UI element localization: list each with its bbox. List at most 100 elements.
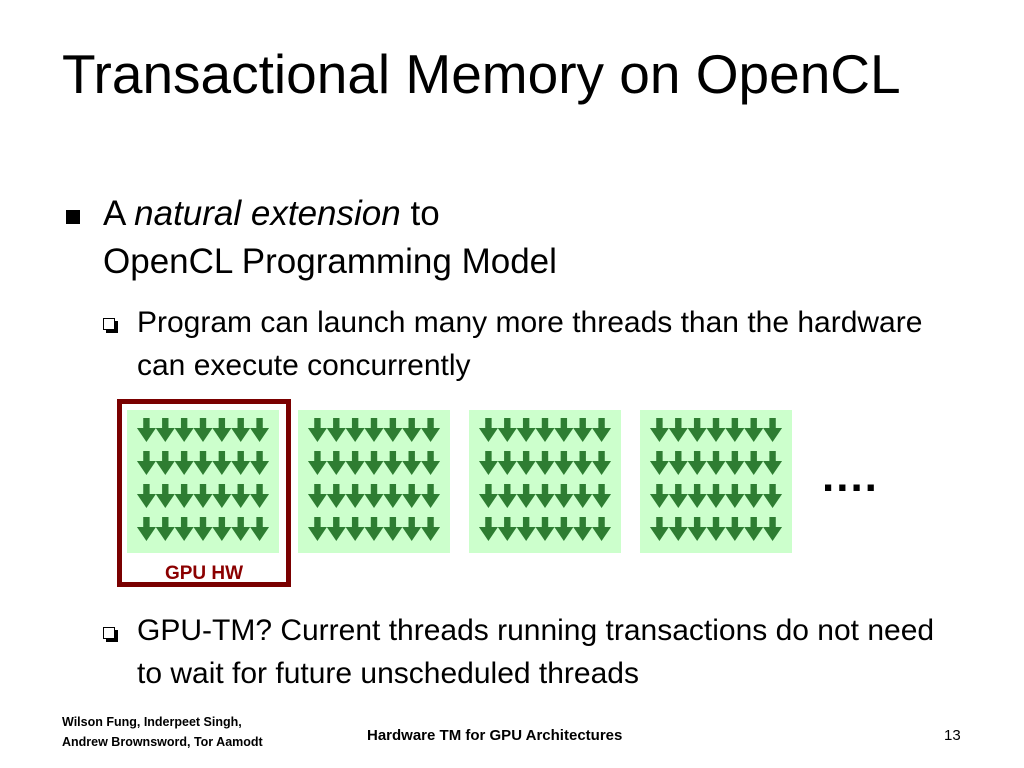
thread-arrow-icon (573, 517, 593, 541)
thread-block (127, 410, 279, 553)
thread-arrow-icon (668, 517, 688, 541)
sub-bullet-text: Program can launch many more threads tha… (137, 306, 923, 382)
thread-arrow-icon (174, 484, 194, 508)
thread-arrow-icon (649, 517, 669, 541)
slide-title: Transactional Memory on OpenCL (62, 43, 901, 105)
thread-arrow-icon (516, 517, 536, 541)
thread-arrows (478, 418, 612, 541)
thread-arrow-icon (345, 484, 365, 508)
thread-arrow-icon (250, 451, 270, 475)
thread-arrow-icon (193, 418, 213, 442)
thread-arrow-icon (402, 418, 422, 442)
thread-arrow-icon (668, 451, 688, 475)
thread-arrow-icon (516, 484, 536, 508)
thread-arrow-icon (155, 451, 175, 475)
thread-arrow-icon (345, 517, 365, 541)
thread-arrow-icon (706, 451, 726, 475)
thread-arrow-icon (706, 484, 726, 508)
thread-arrow-icon (231, 451, 251, 475)
thread-arrow-icon (554, 418, 574, 442)
thread-arrow-icon (706, 517, 726, 541)
thread-arrow-icon (364, 517, 384, 541)
thread-arrow-icon (345, 451, 365, 475)
sub-bullet-text: GPU-TM? Current threads running transact… (137, 614, 935, 690)
thread-arrow-icon (497, 418, 517, 442)
thread-arrow-icon (687, 517, 707, 541)
thread-arrow-icon (687, 451, 707, 475)
thread-arrow-icon (649, 418, 669, 442)
thread-arrow-icon (402, 451, 422, 475)
thread-arrow-icon (763, 517, 783, 541)
thread-arrow-icon (193, 484, 213, 508)
thread-arrow-icon (421, 517, 441, 541)
thread-arrow-icon (231, 418, 251, 442)
thread-arrow-icon (421, 484, 441, 508)
thread-arrow-icon (212, 517, 232, 541)
thread-arrow-icon (725, 451, 745, 475)
thread-block (469, 410, 621, 553)
thread-arrow-icon (136, 451, 156, 475)
thread-arrow-icon (744, 451, 764, 475)
thread-arrow-icon (573, 484, 593, 508)
thread-arrow-icon (592, 484, 612, 508)
thread-arrow-icon (535, 484, 555, 508)
bullet-main: A natural extension to OpenCL Programmin… (103, 190, 803, 286)
thread-arrow-icon (326, 517, 346, 541)
thread-arrow-icon (136, 418, 156, 442)
thread-block (298, 410, 450, 553)
bullet-square-icon (66, 210, 80, 224)
thread-arrow-icon (364, 451, 384, 475)
thread-arrow-icon (326, 484, 346, 508)
thread-arrow-icon (478, 484, 498, 508)
thread-arrow-icon (516, 418, 536, 442)
thread-arrow-icon (592, 418, 612, 442)
thread-arrow-icon (592, 517, 612, 541)
bullet-line2: OpenCL Programming Model (103, 242, 557, 281)
thread-arrow-icon (136, 484, 156, 508)
thread-arrow-icon (725, 517, 745, 541)
thread-arrow-icon (763, 451, 783, 475)
thread-arrow-icon (212, 484, 232, 508)
thread-arrow-icon (649, 484, 669, 508)
thread-arrow-icon (421, 418, 441, 442)
sub-bullet-box-icon (103, 318, 118, 333)
thread-arrow-icon (497, 451, 517, 475)
thread-arrow-icon (763, 418, 783, 442)
thread-arrow-icon (231, 517, 251, 541)
thread-arrow-icon (250, 484, 270, 508)
thread-arrow-icon (364, 418, 384, 442)
gpu-hw-label: GPU HW (164, 563, 244, 584)
thread-arrow-icon (554, 451, 574, 475)
thread-arrow-icon (250, 517, 270, 541)
thread-arrow-icon (649, 451, 669, 475)
footer-authors-line: Wilson Fung, Inderpeet Singh, (62, 715, 242, 729)
thread-arrow-icon (383, 418, 403, 442)
thread-arrow-icon (687, 418, 707, 442)
footer-authors: Wilson Fung, Inderpeet Singh, Andrew Bro… (62, 712, 263, 752)
thread-arrow-icon (535, 418, 555, 442)
thread-arrow-icon (668, 484, 688, 508)
thread-arrow-icon (307, 517, 327, 541)
thread-arrow-icon (573, 451, 593, 475)
bullet-emphasis: natural extension (134, 194, 401, 233)
thread-arrow-icon (193, 451, 213, 475)
sub-bullet-box-icon (103, 627, 118, 642)
thread-arrow-icon (763, 484, 783, 508)
thread-arrow-icon (421, 451, 441, 475)
thread-arrow-icon (668, 418, 688, 442)
thread-arrow-icon (212, 418, 232, 442)
thread-arrow-icon (193, 517, 213, 541)
thread-arrow-icon (326, 418, 346, 442)
gpu-hw-frame (117, 399, 291, 587)
thread-arrow-icon (364, 484, 384, 508)
thread-arrow-icon (326, 451, 346, 475)
thread-arrow-icon (402, 484, 422, 508)
thread-arrow-icon (478, 451, 498, 475)
thread-arrow-icon (174, 418, 194, 442)
bullet-suffix: to (410, 194, 440, 233)
thread-arrow-icon (497, 484, 517, 508)
thread-block (640, 410, 792, 553)
thread-arrow-icon (250, 418, 270, 442)
thread-arrow-icon (725, 418, 745, 442)
ellipsis: .... (822, 452, 879, 501)
